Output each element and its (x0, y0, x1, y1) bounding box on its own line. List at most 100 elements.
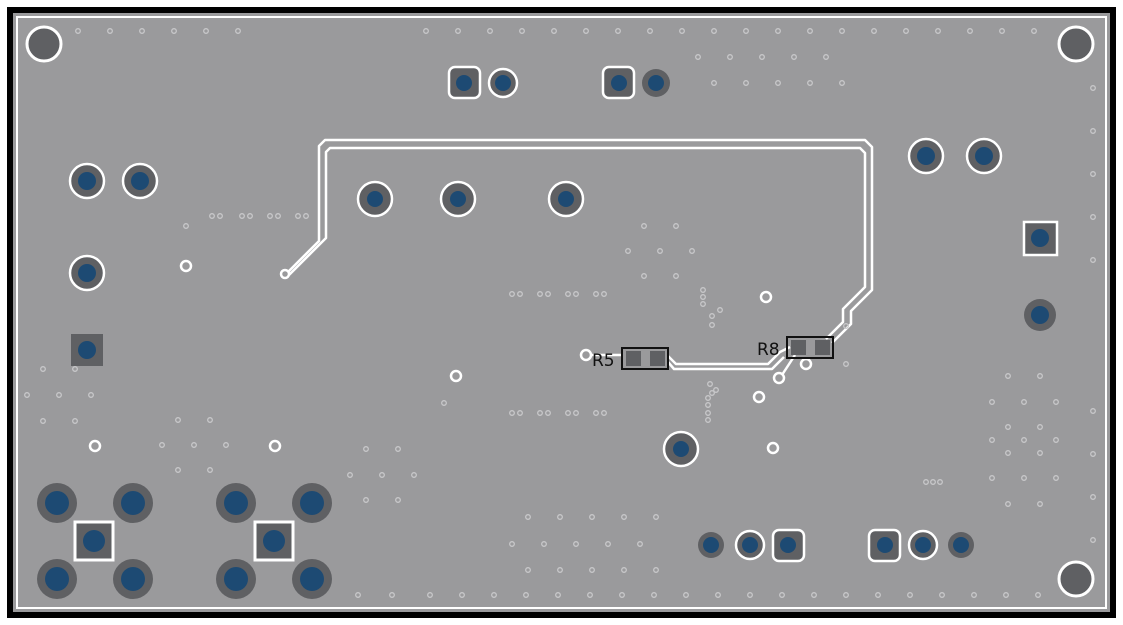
stitching-via (207, 467, 213, 473)
stitching-via (939, 592, 945, 598)
stitching-via (589, 514, 595, 520)
stitching-via (705, 410, 711, 416)
stitching-via (875, 592, 881, 598)
stitching-via (641, 273, 647, 279)
mounting-hole-top-right (1057, 25, 1095, 63)
stitching-via (651, 592, 657, 598)
stitching-via (1037, 373, 1043, 379)
stitching-via (573, 410, 579, 416)
stitching-via (217, 213, 223, 219)
stitching-via (903, 28, 909, 34)
stitching-via (747, 592, 753, 598)
stitching-via (605, 541, 611, 547)
stitching-via (1037, 450, 1043, 456)
stitching-via (1021, 475, 1027, 481)
stitching-via (743, 28, 749, 34)
board-inner-edge (16, 16, 1107, 609)
stitching-via (843, 361, 849, 367)
stitching-via (601, 291, 607, 297)
stitching-via (791, 54, 797, 60)
stitching-via (72, 418, 78, 424)
stitching-via (557, 514, 563, 520)
via (88, 439, 102, 453)
stitching-via (705, 417, 711, 423)
stitching-via (967, 28, 973, 34)
via (752, 390, 766, 404)
tht-pad (68, 162, 106, 200)
stitching-via (545, 291, 551, 297)
r8-footprint (786, 336, 834, 359)
tht-pads-round (37, 67, 1056, 599)
stitching-via (1005, 501, 1011, 507)
stitching-via (707, 381, 713, 387)
stitching-via (715, 592, 721, 598)
stitching-via (700, 301, 706, 307)
via (279, 268, 291, 280)
mounting-holes (25, 25, 1095, 598)
stitching-via (1037, 424, 1043, 430)
stitching-via (1090, 128, 1096, 134)
stitching-via (423, 28, 429, 34)
stitching-via (40, 418, 46, 424)
stitching-via (347, 472, 353, 478)
r5-pad-1 (626, 351, 641, 366)
tht-pad (37, 559, 77, 599)
stitching-via (441, 400, 447, 406)
tht-pad (292, 483, 332, 523)
stitching-via (1053, 475, 1059, 481)
stitching-via (1035, 592, 1041, 598)
tht-pad-square (71, 334, 103, 366)
via (772, 371, 786, 385)
stitching-via (717, 307, 723, 313)
via (766, 441, 780, 455)
stitching-via (743, 80, 749, 86)
stitching-via (56, 392, 62, 398)
stitching-via (621, 567, 627, 573)
stitching-via (223, 442, 229, 448)
r8-pad-2 (815, 340, 830, 355)
tht-pad (68, 254, 106, 292)
stitching-via (363, 497, 369, 503)
stitching-via (593, 410, 599, 416)
tht-pad (113, 559, 153, 599)
stitching-via (700, 287, 706, 293)
stitching-via (555, 592, 561, 598)
stitching-via (775, 80, 781, 86)
stitching-via (923, 479, 929, 485)
stitching-via (989, 475, 995, 481)
stitching-via (523, 592, 529, 598)
tht-pad (698, 532, 724, 558)
tht-pad-square (867, 528, 902, 563)
stitching-via (1021, 399, 1027, 405)
stitching-via (637, 541, 643, 547)
stitching-via (1090, 494, 1096, 500)
stitching-via (1005, 450, 1011, 456)
r8-pad-1 (791, 340, 806, 355)
tht-pad (487, 67, 519, 99)
stitching-via (88, 392, 94, 398)
stitching-via (709, 313, 715, 319)
stitching-via (557, 567, 563, 573)
stitching-via (907, 592, 913, 598)
stitching-via (999, 28, 1005, 34)
stitching-via (871, 28, 877, 34)
r5-silk-frame (621, 347, 669, 370)
stitching-via (1090, 214, 1096, 220)
tht-pad (734, 529, 766, 561)
stitching-via (1005, 424, 1011, 430)
stitching-via (759, 54, 765, 60)
via (268, 439, 282, 453)
tht-pad (1024, 299, 1056, 331)
stitching-via (1090, 408, 1096, 414)
stitching-via (1031, 28, 1037, 34)
tht-pad (113, 483, 153, 523)
stitching-via (487, 28, 493, 34)
stitching-vias (24, 28, 1096, 598)
tht-pad (965, 137, 1003, 175)
stitching-via (517, 410, 523, 416)
tht-pad (662, 430, 700, 468)
copper-vias (88, 259, 813, 455)
tht-pad (439, 180, 477, 218)
stitching-via (491, 592, 497, 598)
stitching-via (175, 467, 181, 473)
